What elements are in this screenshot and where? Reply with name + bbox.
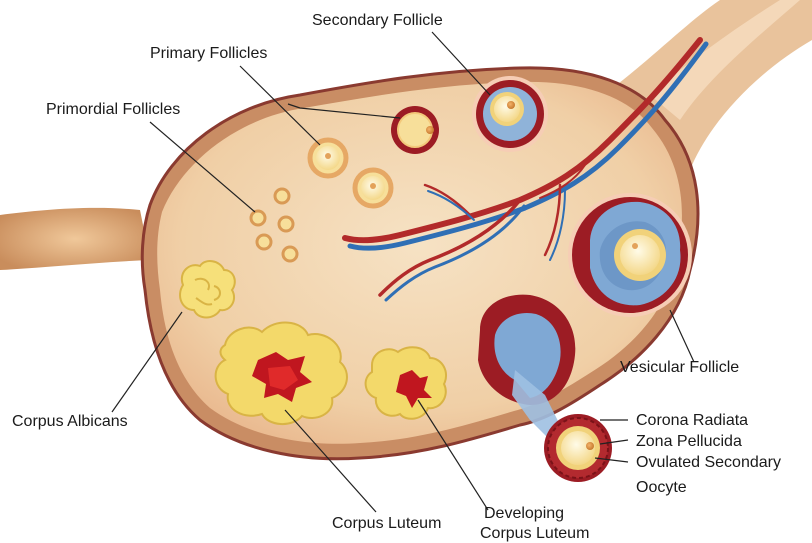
label-corpus-luteum: Corpus Luteum bbox=[332, 514, 441, 533]
label-ovulated-secondary-oocyte-line1: Ovulated Secondary bbox=[636, 453, 781, 472]
label-primordial-follicles: Primordial Follicles bbox=[46, 100, 180, 119]
label-zona-pellucida: Zona Pellucida bbox=[636, 432, 742, 451]
corpus-albicans bbox=[180, 261, 235, 317]
label-corpus-albicans: Corpus Albicans bbox=[12, 412, 128, 431]
label-developing-corpus-luteum-line2: Corpus Luteum bbox=[480, 524, 589, 543]
ovulated-oocyte bbox=[544, 414, 612, 482]
left-ligament bbox=[0, 208, 150, 270]
label-ovulated-secondary-oocyte-line2: Oocyte bbox=[636, 478, 687, 497]
label-corona-radiata: Corona Radiata bbox=[636, 411, 748, 430]
developing-corpus-luteum bbox=[366, 347, 446, 419]
vesicular-follicle bbox=[568, 193, 692, 317]
label-primary-follicles: Primary Follicles bbox=[150, 44, 267, 63]
label-secondary-follicle: Secondary Follicle bbox=[312, 11, 443, 30]
label-developing-corpus-luteum-line1: Developing bbox=[484, 504, 564, 523]
corpus-luteum bbox=[216, 323, 347, 425]
label-vesicular-follicle: Vesicular Follicle bbox=[620, 358, 739, 377]
